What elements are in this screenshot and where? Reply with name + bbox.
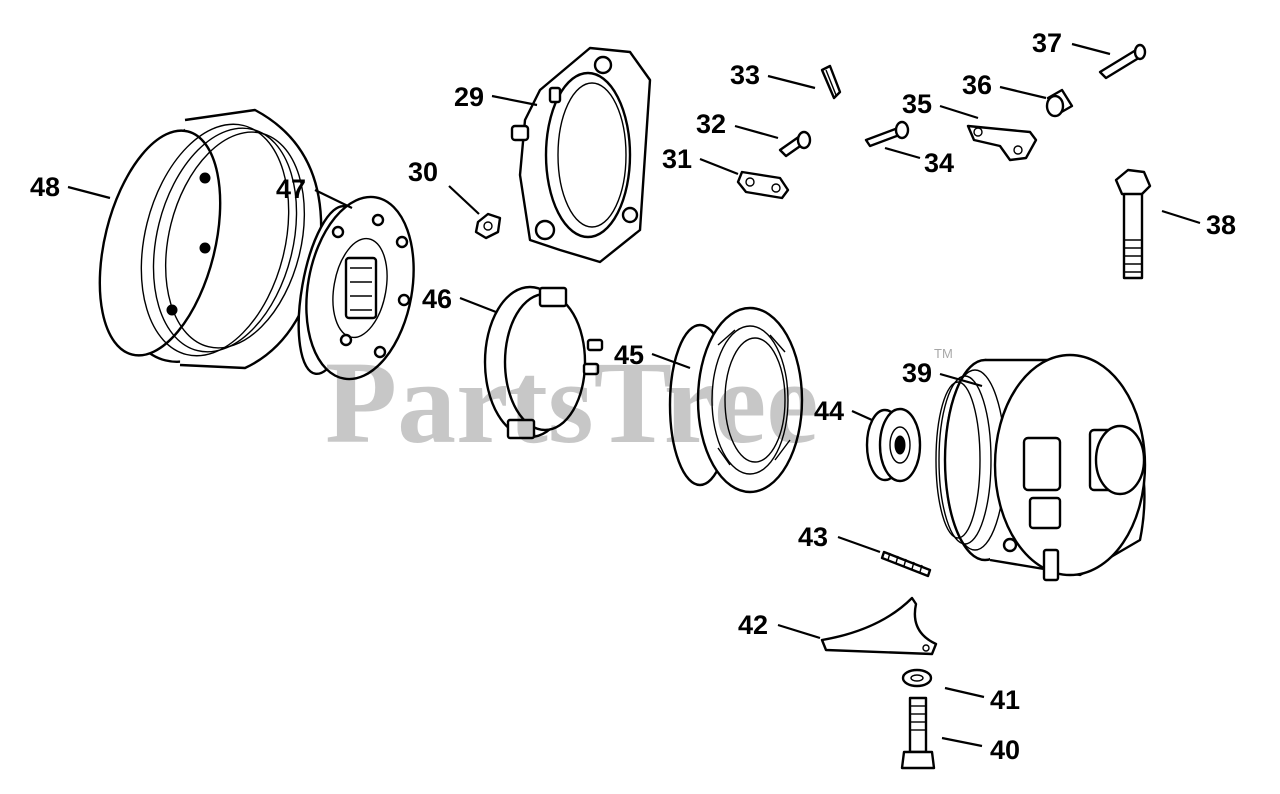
part-36-bushing[interactable] (1045, 88, 1074, 118)
callout-43[interactable]: 43 (798, 522, 828, 552)
callout-36[interactable]: 36 (962, 70, 992, 100)
part-32-clevis-pin[interactable] (778, 130, 812, 158)
callout-29[interactable]: 29 (454, 82, 484, 112)
watermark: PartsTree TM (325, 337, 953, 468)
callout-41[interactable]: 41 (990, 685, 1020, 715)
part-41-nut[interactable] (901, 668, 933, 688)
callout-labels: 48 47 46 45 44 43 42 41 40 39 38 37 36 3… (30, 28, 1236, 765)
part-44-ball-bearing[interactable] (865, 407, 922, 483)
watermark-trademark: TM (934, 346, 953, 361)
part-34-pin[interactable] (864, 120, 910, 148)
callout-39[interactable]: 39 (902, 358, 932, 388)
part-38-hex-bolt[interactable] (1114, 168, 1152, 280)
callout-48[interactable]: 48 (30, 172, 60, 202)
watermark-text: PartsTree (325, 337, 819, 468)
part-47-hub-flange[interactable] (288, 188, 428, 387)
callout-42[interactable]: 42 (738, 610, 768, 640)
part-35-lever-bracket[interactable] (966, 124, 1038, 162)
part-37-pin[interactable] (1098, 43, 1147, 80)
callout-47[interactable]: 47 (276, 174, 306, 204)
part-29-backing-plate[interactable] (510, 46, 652, 264)
callout-32[interactable]: 32 (696, 109, 726, 139)
callout-40[interactable]: 40 (990, 735, 1020, 765)
part-40-bolt[interactable] (900, 696, 936, 770)
part-48-drum-ring[interactable] (79, 105, 326, 378)
callout-31[interactable]: 31 (662, 144, 692, 174)
part-33-cotter-pin[interactable] (820, 64, 842, 100)
callout-44[interactable]: 44 (814, 396, 844, 426)
callout-35[interactable]: 35 (902, 89, 932, 119)
callout-46[interactable]: 46 (422, 284, 452, 314)
part-46-brake-shoes[interactable] (483, 285, 604, 440)
callout-45[interactable]: 45 (614, 340, 644, 370)
part-31-link-plate[interactable] (736, 170, 790, 200)
callout-38[interactable]: 38 (1206, 210, 1236, 240)
part-43-spring[interactable] (880, 550, 932, 578)
callout-33[interactable]: 33 (730, 60, 760, 90)
part-30-clip[interactable] (474, 212, 502, 240)
leader-lines (67, 42, 1201, 748)
part-42-curved-shield[interactable] (820, 596, 938, 656)
callout-30[interactable]: 30 (408, 157, 438, 187)
callout-37[interactable]: 37 (1032, 28, 1062, 58)
part-39-clutch-drum[interactable] (935, 353, 1147, 582)
callout-34[interactable]: 34 (924, 148, 954, 178)
